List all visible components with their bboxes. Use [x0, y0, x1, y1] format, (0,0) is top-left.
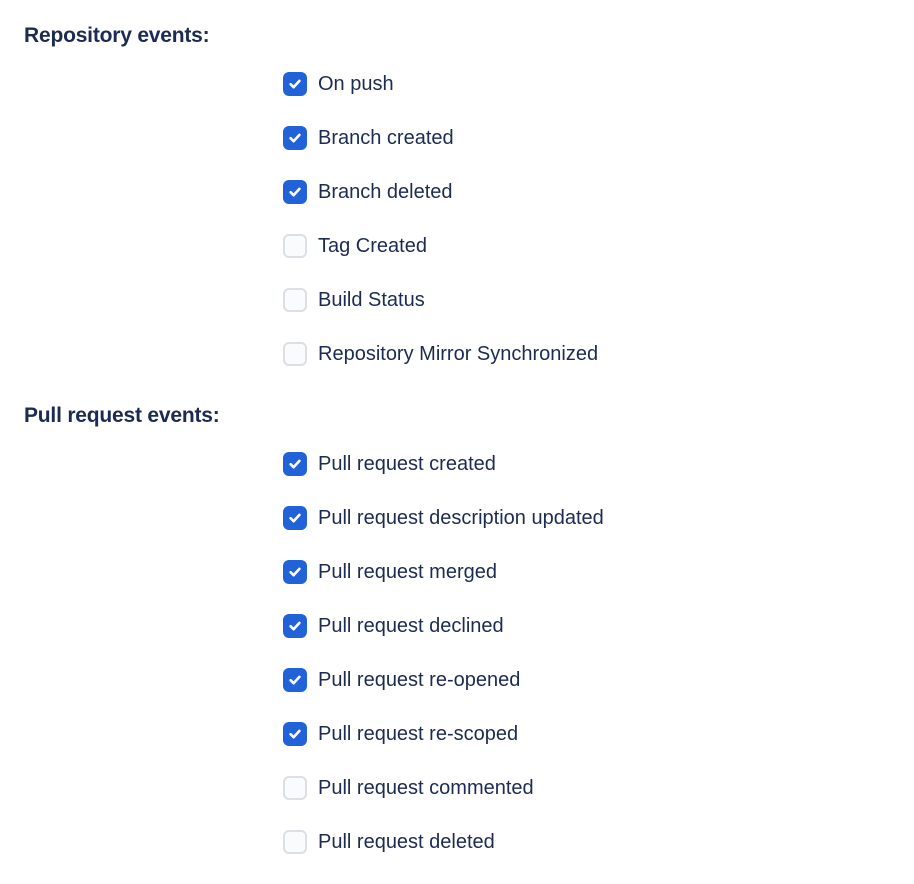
event-section: Pull request events: Pull request create…	[0, 402, 914, 869]
checkbox-label[interactable]: Build Status	[318, 289, 425, 311]
checkbox-label[interactable]: Pull request description updated	[318, 507, 604, 529]
event-section: Repository events: On push Branch create…	[0, 22, 914, 381]
section-rows: On push Branch created Branch deleted Ta…	[0, 57, 914, 381]
checkmark-icon	[289, 459, 301, 469]
checkbox-label[interactable]: Repository Mirror Synchronized	[318, 343, 599, 365]
checkbox[interactable]	[283, 722, 307, 746]
checkbox-label[interactable]: Tag Created	[318, 235, 427, 257]
checkbox[interactable]	[283, 506, 307, 530]
checkmark-icon	[289, 567, 301, 577]
checkbox[interactable]	[283, 72, 307, 96]
checkbox-label[interactable]: Pull request deleted	[318, 831, 495, 853]
checkbox[interactable]	[283, 452, 307, 476]
checkbox[interactable]	[283, 288, 307, 312]
checkbox-row[interactable]: Branch created	[0, 111, 914, 165]
checkbox-row[interactable]: Build Status	[0, 273, 914, 327]
checkbox[interactable]	[283, 560, 307, 584]
checkmark-icon	[289, 513, 301, 523]
checkbox-row[interactable]: Pull request merged	[0, 545, 914, 599]
checkbox-row[interactable]: Branch deleted	[0, 165, 914, 219]
section-rows: Pull request created Pull request descri…	[0, 437, 914, 869]
checkmark-icon	[289, 729, 301, 739]
checkbox-row[interactable]: Pull request description updated	[0, 491, 914, 545]
checkmark-icon	[289, 133, 301, 143]
checkbox-label[interactable]: Pull request created	[318, 453, 496, 475]
checkbox-row[interactable]: Pull request created	[0, 437, 914, 491]
checkbox-row[interactable]: Pull request declined	[0, 599, 914, 653]
checkbox-row[interactable]: Pull request re-opened	[0, 653, 914, 707]
checkbox-row[interactable]: Pull request re-scoped	[0, 707, 914, 761]
checkmark-icon	[289, 79, 301, 89]
checkbox[interactable]	[283, 126, 307, 150]
checkbox-label[interactable]: Pull request merged	[318, 561, 497, 583]
checkbox-label[interactable]: Pull request re-opened	[318, 669, 521, 691]
checkbox-label[interactable]: Pull request declined	[318, 615, 504, 637]
checkmark-icon	[289, 187, 301, 197]
checkbox-row[interactable]: Repository Mirror Synchronized	[0, 327, 914, 381]
checkbox[interactable]	[283, 830, 307, 854]
checkbox[interactable]	[283, 614, 307, 638]
checkmark-icon	[289, 621, 301, 631]
checkbox-label[interactable]: Pull request commented	[318, 777, 534, 799]
section-heading: Pull request events:	[24, 404, 220, 427]
checkbox[interactable]	[283, 180, 307, 204]
checkbox[interactable]	[283, 342, 307, 366]
checkbox[interactable]	[283, 668, 307, 692]
checkbox[interactable]	[283, 234, 307, 258]
checkbox[interactable]	[283, 776, 307, 800]
checkbox-row[interactable]: Tag Created	[0, 219, 914, 273]
checkmark-icon	[289, 675, 301, 685]
checkbox-row[interactable]: Pull request deleted	[0, 815, 914, 869]
checkbox-row[interactable]: On push	[0, 57, 914, 111]
checkbox-label[interactable]: Branch deleted	[318, 181, 453, 203]
checkbox-label[interactable]: Pull request re-scoped	[318, 723, 519, 745]
checkbox-label[interactable]: On push	[318, 73, 394, 95]
checkbox-row[interactable]: Pull request commented	[0, 761, 914, 815]
section-heading: Repository events:	[24, 24, 210, 47]
checkbox-label[interactable]: Branch created	[318, 127, 454, 149]
